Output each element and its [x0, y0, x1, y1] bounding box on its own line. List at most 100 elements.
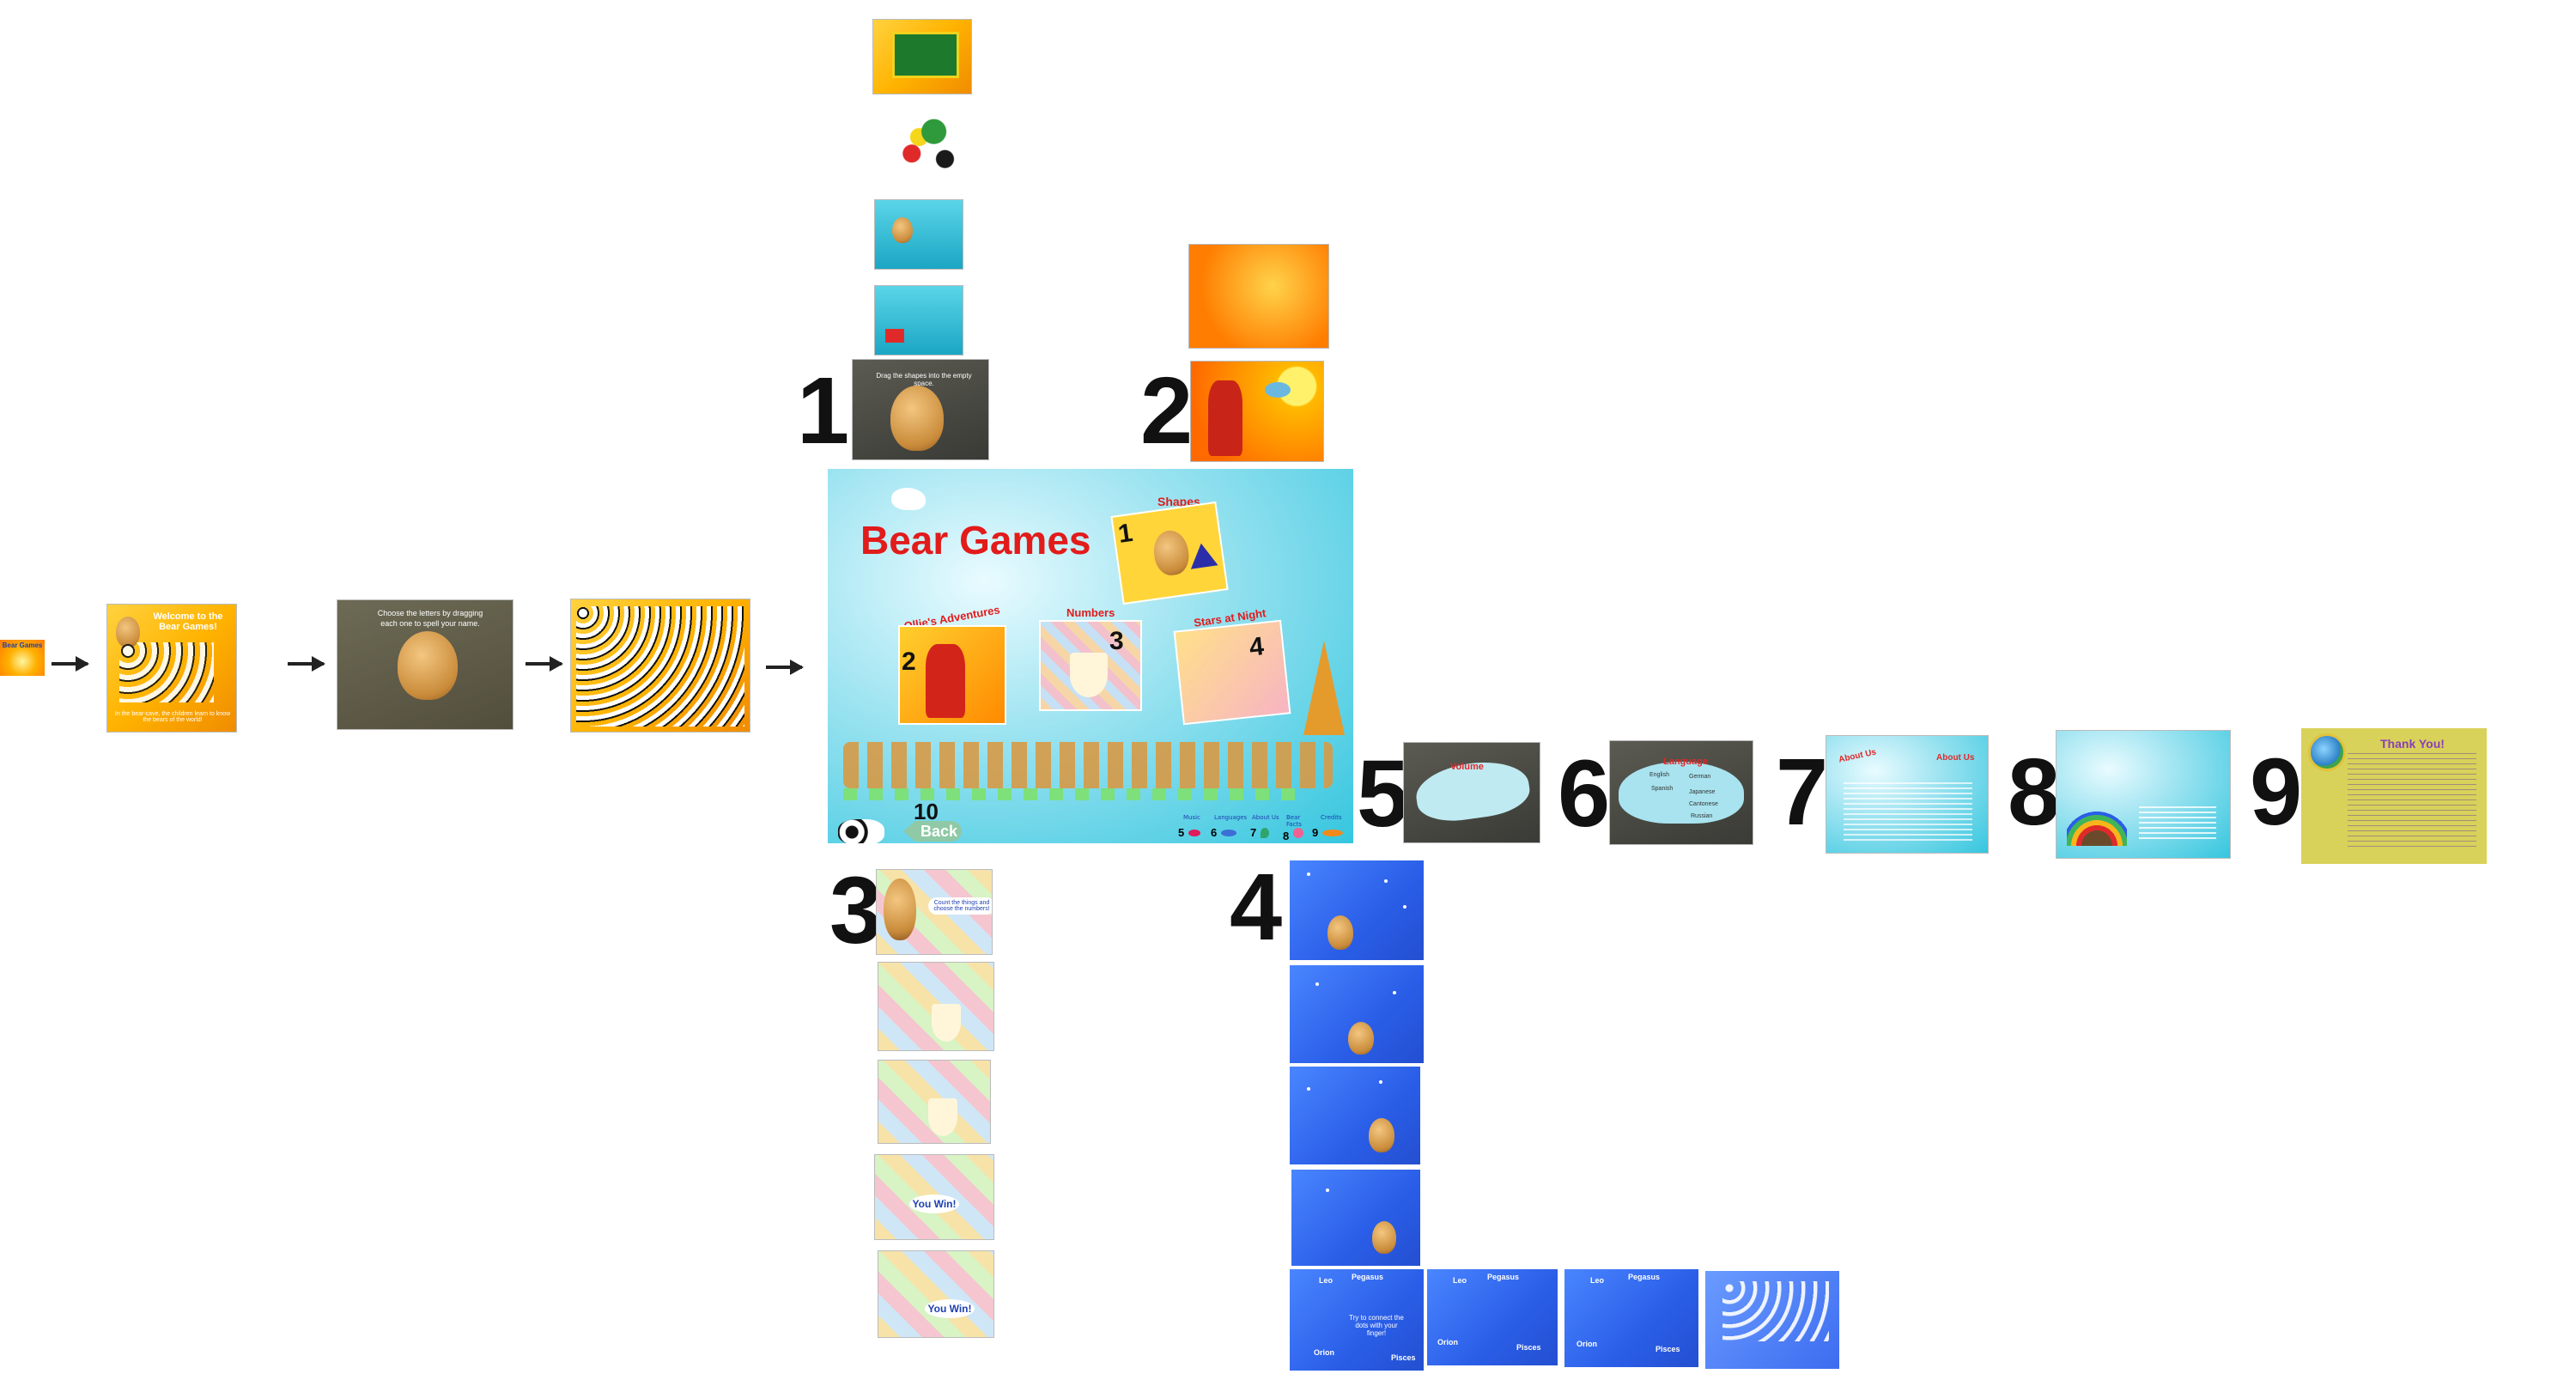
stars-game-number: 4 [1248, 632, 1266, 662]
volume-title: Volume [1450, 762, 1484, 772]
flying-birds [1722, 1281, 1829, 1341]
bird-icon [1265, 382, 1291, 398]
shapes-game-tile[interactable]: 1 [1110, 501, 1229, 605]
letter-rows [576, 606, 744, 727]
ollie-screen-2[interactable] [1190, 361, 1324, 462]
numbers-win-screen-2[interactable]: You Win! [878, 1250, 994, 1338]
language-english[interactable]: English [1649, 772, 1669, 778]
footer-link-credits-number: 9 [1312, 826, 1319, 839]
birds-screen[interactable] [1705, 1271, 1839, 1369]
red-cape-figure [926, 644, 965, 718]
language-german[interactable]: German [1689, 774, 1711, 780]
bear-facts-screen[interactable] [2056, 730, 2231, 859]
shapes-game-number: 1 [1116, 518, 1135, 549]
name-entry-screen[interactable]: Choose the letters by dragging each one … [337, 599, 513, 730]
numbers-game-label: Numbers [1066, 606, 1115, 619]
ollie-game-tile[interactable]: 2 [898, 625, 1006, 725]
name-instruction-line2: each one to spell your name. [380, 619, 480, 628]
shapes-screen-4[interactable] [874, 285, 963, 356]
footer-link-music-label: Music [1183, 814, 1200, 821]
constellation-pisces: Pisces [1516, 1343, 1541, 1352]
constellation-screen-3[interactable]: Leo Pegasus Orion Pisces [1564, 1269, 1698, 1367]
section-number-bear-facts: 8 [2008, 739, 2060, 845]
triangle-shape-icon [1187, 541, 1218, 569]
numbers-screen-3[interactable] [878, 1060, 991, 1144]
leaf-icon [1261, 828, 1269, 838]
footer-link-credits-label: Credits [1321, 814, 1342, 821]
numbers-screen-1[interactable]: Count the things and choose the numbers! [876, 869, 993, 955]
section-number-shapes: 1 [797, 358, 849, 464]
back-button[interactable]: Back [903, 821, 962, 842]
numbers-game-tile[interactable]: 3 [1039, 620, 1142, 711]
intro-start-screen[interactable]: Bear Games [0, 640, 45, 676]
bear-icon [1348, 1022, 1374, 1055]
language-spanish[interactable]: Spanish [1651, 786, 1674, 792]
footer-link-bear-facts-label: Bear Facts [1286, 814, 1302, 828]
numbers-win-screen-1[interactable]: You Win! [874, 1154, 994, 1240]
section-number-languages: 6 [1558, 741, 1610, 847]
footer-link-languages-number: 6 [1211, 826, 1218, 839]
music-screen[interactable]: Volume [1403, 742, 1540, 843]
star-icon [1379, 1080, 1382, 1084]
ollie-screen-1[interactable] [1188, 244, 1329, 349]
letters-screen[interactable] [570, 599, 750, 733]
footer-links: Music 5 Languages 6 About Us 7 Bear Fact… [1178, 814, 1350, 843]
credits-text-block [2348, 752, 2476, 847]
constellation-leo: Leo [1453, 1276, 1467, 1285]
bear-face [890, 386, 944, 451]
stars-screen-4[interactable] [1291, 1170, 1420, 1266]
constellation-orion: Orion [1314, 1348, 1334, 1357]
bear-with-shapes [1151, 528, 1192, 578]
menu-title: Bear Games [860, 518, 1091, 562]
constellation-screen-1[interactable]: Leo Pegasus Orion Pisces Try to connect … [1290, 1269, 1424, 1371]
shield-icon [932, 1004, 961, 1042]
shapes-screen-3[interactable] [874, 199, 963, 270]
fish-icon [1322, 830, 1343, 836]
stars-game-tile[interactable]: 4 [1173, 619, 1291, 726]
welcome-screen[interactable]: Welcome to the Bear Games! In the bear-c… [106, 604, 237, 733]
flow-arrow [52, 656, 89, 672]
footer-link-languages[interactable]: Languages 6 [1211, 814, 1247, 843]
footer-link-about[interactable]: About Us 7 [1250, 814, 1279, 843]
about-title-right: About Us [1936, 753, 1975, 763]
stars-screen-3[interactable] [1290, 1067, 1420, 1164]
constellation-orion: Orion [1577, 1340, 1597, 1348]
connect-instruction: Try to connect the dots with your finger… [1349, 1314, 1404, 1337]
footer-link-bear-facts-number: 8 [1283, 830, 1290, 842]
languages-title: Language [1663, 757, 1708, 767]
footer-link-music[interactable]: Music 5 [1178, 814, 1207, 843]
bear-facts-text [2139, 805, 2216, 839]
constellation-screen-2[interactable]: Leo Pegasus Orion Pisces [1427, 1269, 1558, 1365]
shapes-screen-1[interactable] [872, 19, 972, 94]
about-screen[interactable]: About Us About Us [1826, 735, 1989, 854]
stars-screen-1[interactable] [1290, 860, 1424, 960]
language-japanese[interactable]: Japanese [1689, 789, 1716, 795]
red-block-icon [885, 329, 904, 343]
ollie-game-number: 2 [902, 647, 916, 676]
blocks-row [843, 788, 1307, 800]
ball-icon [1293, 828, 1303, 838]
back-button-label: Back [920, 823, 958, 840]
languages-screen[interactable]: Language English German Spanish Japanese… [1609, 740, 1753, 845]
footer-link-music-number: 5 [1178, 826, 1185, 839]
language-russian[interactable]: Russian [1691, 813, 1713, 819]
credits-title: Thank You! [2380, 737, 2445, 751]
red-cape-figure [1208, 380, 1242, 456]
footer-link-credits[interactable]: Credits 9 [1312, 814, 1350, 843]
language-cantonese[interactable]: Cantonese [1689, 801, 1718, 807]
bear-icon [1372, 1221, 1396, 1254]
footer-link-bear-facts[interactable]: Bear Facts 8 [1283, 814, 1317, 843]
shapes-screen-5[interactable]: Drag the shapes into the empty space. [852, 359, 989, 460]
name-instruction-line1: Choose the letters by dragging [377, 609, 483, 617]
start-label: Bear Games [2, 641, 43, 649]
section-number-stars: 4 [1230, 854, 1282, 960]
section-number-numbers: 3 [829, 858, 882, 964]
star-icon [1315, 982, 1319, 986]
shapes-screen-2[interactable] [879, 110, 974, 175]
flow-arrow [766, 660, 804, 675]
section-number-ollie: 2 [1140, 358, 1193, 464]
bear-icon [1327, 915, 1353, 950]
stars-screen-2[interactable] [1290, 965, 1424, 1063]
numbers-screen-2[interactable] [878, 962, 994, 1051]
credits-screen[interactable]: Thank You! [2301, 728, 2487, 864]
